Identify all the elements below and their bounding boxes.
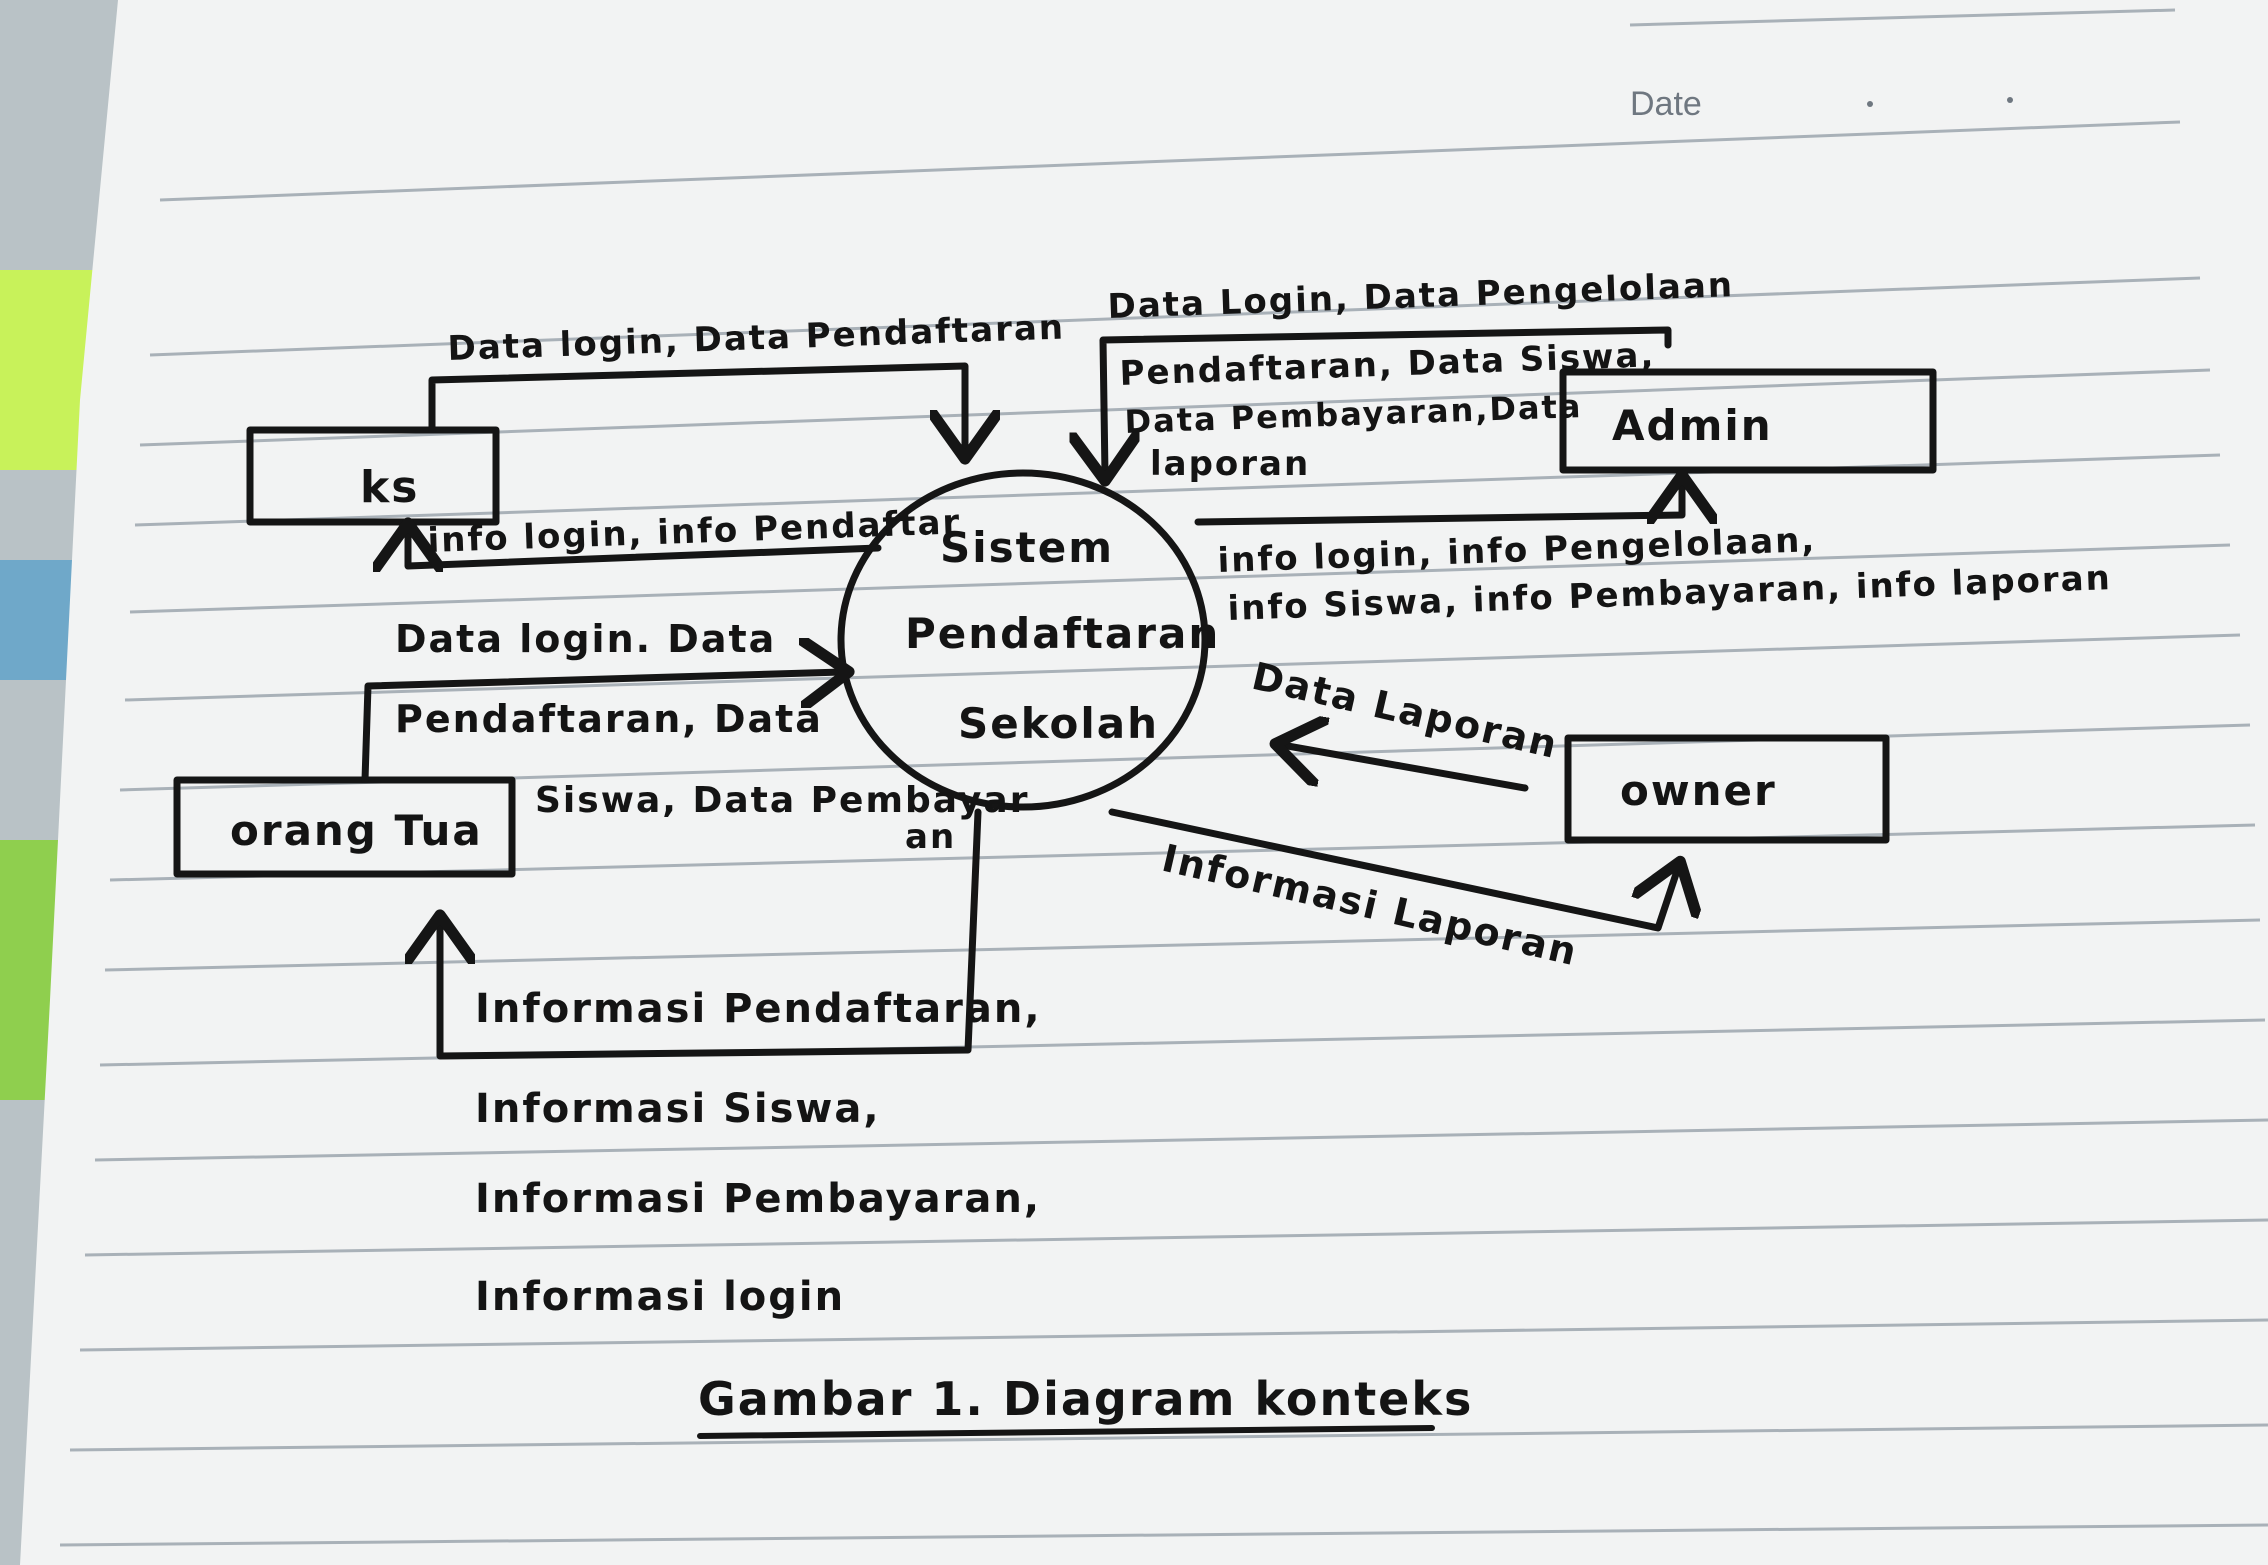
flow-ortu-to-system-label-2: Pendaftaran, Data: [395, 697, 823, 741]
flow-system-to-ks-arrow: [408, 530, 882, 566]
paper-sheet: [20, 0, 2268, 1565]
entity-owner: owner: [1564, 734, 1890, 844]
caption-underline: [697, 1425, 1435, 1439]
orang-tua-box: [173, 776, 516, 878]
caption-text: Gambar 1. Diagram konteks: [698, 1372, 1473, 1426]
owner-box: [1564, 734, 1890, 844]
admin-label: Admin: [1612, 401, 1773, 450]
orang-tua-label: orang Tua: [230, 806, 483, 855]
entity-admin: Admin: [1559, 368, 1937, 474]
flow-system-to-ortu-arrow: [440, 808, 982, 1060]
admin-box: [1559, 368, 1937, 474]
flow-system-to-owner-arrow: [1108, 808, 1678, 932]
flow-admin-to-system-arrow: [1103, 326, 1672, 474]
flow-system-to-ortu: Informasi Pendaftaran, Informasi Siswa, …: [440, 808, 1042, 1320]
flow-system-to-admin-arrow: [1194, 482, 1682, 526]
flow-system-to-ortu-label-2: Informasi Siswa,: [475, 1086, 881, 1132]
flow-admin-to-system-label-4: laporan: [1150, 444, 1310, 484]
owner-label: owner: [1620, 766, 1777, 815]
process-label-line1: Sistem: [940, 523, 1114, 572]
flow-system-to-ortu-label-1: Informasi Pendaftaran,: [475, 986, 1042, 1032]
date-label: Date: [1630, 85, 1702, 123]
process-label-line3: Sekolah: [958, 699, 1159, 748]
flow-ortu-to-system: Data login. Data Pendaftaran, Data Siswa…: [361, 617, 1029, 857]
flow-ks-to-system-arrow: [428, 362, 965, 452]
flow-owner-to-system-arrow: [1282, 745, 1529, 792]
flow-system-to-ortu-label-3: Informasi Pembayaran,: [475, 1176, 1041, 1222]
process-label-line2: Pendaftaran: [905, 609, 1220, 658]
process-sistem-pendaftaran-sekolah: Sistem Pendaftaran Sekolah: [837, 469, 1220, 811]
flow-system-to-ortu-label-4: Informasi login: [475, 1274, 845, 1320]
flow-system-to-ks: info login, info Pendaftar: [408, 502, 962, 566]
diagram-caption: Gambar 1. Diagram konteks: [697, 1372, 1473, 1439]
flow-ortu-to-system-label-3: Siswa, Data Pembayar: [535, 780, 1029, 821]
ks-label: ks: [360, 462, 419, 513]
flow-ortu-to-system-label-4: an: [905, 817, 956, 857]
flow-ortu-to-system-label-1: Data login. Data: [395, 617, 776, 661]
flow-ortu-to-system-arrow: [361, 672, 842, 784]
entity-orang-tua: orang Tua: [173, 776, 516, 878]
